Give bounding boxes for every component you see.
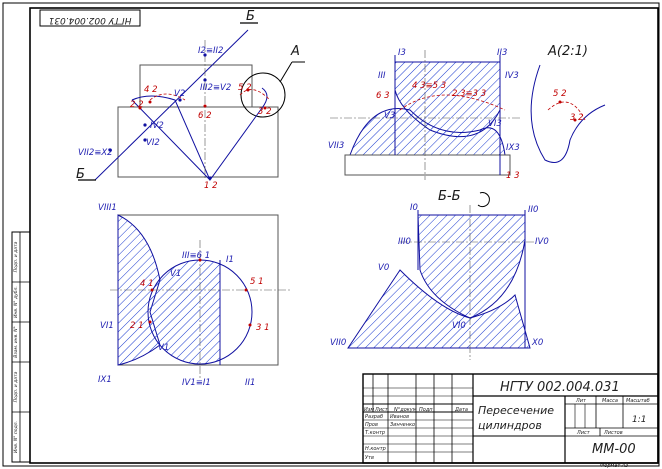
section-label-x0: X0 [531, 338, 543, 348]
section-hatched-upper [417, 214, 526, 319]
tb-name-line1: Пересечение [478, 404, 554, 417]
side-label-4-3: 4 3≡5 3 [412, 81, 446, 91]
side-label-iv3: IV3 [505, 71, 519, 81]
side-label-i3: I3 [398, 48, 406, 58]
top-label-4-1: 4 1 [140, 279, 154, 289]
top-label-3-1: 3 1 [256, 323, 270, 333]
tb-col-doc: N°докум [394, 407, 417, 413]
front-label-3-2: 3 2 [258, 107, 272, 117]
side-label-2-3: 2 3≡3 3 [452, 89, 486, 99]
detail-view: А(2:1) 5 2 3 2 [530, 44, 606, 163]
top-label-5-1: 5 1 [250, 277, 264, 287]
section-view: Б-Б I0 II0 III0 IV0 V0 VI0 VII0 X0 [330, 189, 549, 360]
side-label-v3: V3 [384, 111, 395, 121]
front-label-5-2: 5 2 [238, 83, 252, 93]
section-label-iv0: IV0 [535, 237, 549, 247]
front-label-2-2: 2 2 [130, 100, 144, 110]
tb-col-list: Лист [374, 407, 389, 413]
tb-designation: НГТУ 002.004.031 [500, 380, 620, 395]
section-label-bottom: Б [76, 167, 85, 182]
front-label-vii2: VII2≡X2 [78, 148, 113, 158]
stamp-top-box [39, 9, 141, 27]
tb-doc-code: ММ-00 [592, 442, 636, 457]
detail-label-3-2: 3 2 [570, 113, 584, 123]
tb-sheet-label: Лист [576, 430, 591, 436]
front-label-v2: V2 [174, 89, 185, 99]
side-label-1-3: 1 3 [506, 171, 520, 181]
front-label-6-2: 6 2 [198, 111, 212, 121]
detail-label-5-2: 5 2 [553, 89, 567, 99]
top-label-viii1: VIII1 [98, 203, 117, 213]
side-stamp: Подп. и дата Инв. N° дубл. Взам. инв. N°… [11, 231, 31, 463]
side-label-ii3: II3 [497, 48, 507, 58]
section-label-vii0: VII0 [330, 338, 346, 348]
tb-col-izm: Изм [364, 407, 374, 413]
section-title: Б-Б [438, 189, 461, 204]
front-label-iii2: III2≡V2 [200, 83, 231, 93]
tb-sheets-label: Листов [603, 430, 623, 436]
top-label-v1-lower: V1 [158, 343, 169, 353]
tb-name-line2: цилиндров [478, 419, 542, 432]
front-label-4-2: 4 2 [144, 85, 158, 95]
side-stamp-4: Подп. и дата [13, 371, 19, 402]
cutting-plane-line [94, 29, 249, 181]
tb-col-date: Дата [454, 407, 468, 413]
top-label-2-1: 2 1 [130, 321, 144, 331]
tb-row-role-3: Т.контр [365, 430, 385, 436]
front-label-i2: I2≡II2 [198, 46, 223, 56]
top-label-ii1: II1 [245, 378, 255, 388]
top-label-v1: V1 [170, 269, 181, 279]
top-label-iv1: IV1≡I1 [182, 378, 211, 388]
front-label-iv2: IV2 [150, 121, 164, 131]
tb-scale-value: 1:1 [632, 415, 646, 425]
front-label-1-2: 1 2 [204, 181, 218, 191]
stamp-top: НГТУ 002.004.031 [49, 15, 132, 25]
side-stamp-2: Инв. N° дубл. [13, 286, 19, 318]
side-view: I3 II3 III IV3 4 3≡5 3 2 3≡3 3 6 3 V3 VI… [328, 48, 520, 181]
tb-scale-header: Масштаб [626, 398, 650, 404]
top-view: VIII1 III≡6 1 I1 V1 4 1 5 1 VI1 2 1 3 1 … [98, 203, 290, 388]
section-label-i0: I0 [410, 203, 418, 213]
side-stamp-1: Подп. и дата [13, 241, 19, 272]
title-block [362, 373, 659, 464]
section-label-top: Б [246, 9, 255, 24]
view-label: А [290, 44, 300, 59]
tb-col-sign: Подп [419, 407, 433, 413]
tb-row-name-1: Иванов [390, 414, 409, 420]
side-label-iii: III [378, 71, 386, 81]
top-label-i1: I1 [226, 255, 234, 265]
detail-callout-circle [240, 72, 286, 118]
section-label-ii0: II0 [528, 205, 538, 215]
side-label-6-3: 6 3 [376, 91, 390, 101]
front-label-vi2: VI2 [146, 138, 160, 148]
tb-row-role-6: Утв [365, 455, 374, 461]
tb-row-role-5: Н.контр [365, 446, 386, 452]
side-label-ix3: IX3 [506, 143, 520, 153]
side-stamp-3: Взам. инв. N° [13, 326, 19, 358]
front-top-rect [139, 64, 253, 108]
detail-title: А(2:1) [547, 44, 588, 59]
side-label-vi3: VI3 [488, 119, 502, 129]
tb-mass-header: Масса [602, 398, 618, 404]
section-label-vi0: VI0 [452, 321, 466, 331]
tb-row-role-1: Разраб [365, 414, 383, 420]
front-view: Б Б А I2≡II2 III2≡V2 V2 IV2 VI2 4 2 2 2 [76, 9, 305, 191]
section-label-v0: V0 [378, 263, 389, 273]
tb-row-name-2: Зинченко [390, 422, 415, 428]
side-label-vii3: VII3 [328, 141, 344, 151]
top-label-iii-6-1: III≡6 1 [182, 251, 210, 261]
top-label-ix1: IX1 [98, 375, 112, 385]
tb-row-role-2: Пров [365, 422, 378, 428]
section-label-iii0: III0 [398, 237, 411, 247]
tb-lit-header: Лит [575, 398, 587, 404]
top-label-vi1: VI1 [100, 321, 114, 331]
side-stamp-5: Инв. N° подл. [13, 421, 19, 453]
title-block-text: Изм Лист N°докум Подп Дата Разраб Иванов… [364, 380, 650, 469]
tb-format: Формат А3 [600, 463, 628, 469]
